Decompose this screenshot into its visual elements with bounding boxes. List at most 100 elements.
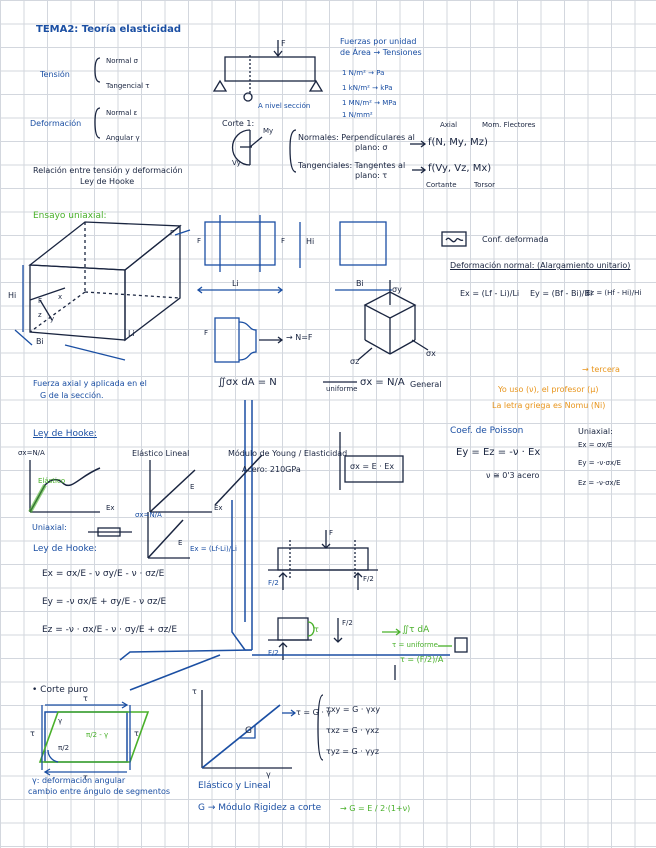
cut-tau: τ	[314, 626, 319, 634]
tercera-note: → tercera	[582, 366, 620, 374]
graph1-ex: Ex	[106, 505, 115, 512]
ley-hooke-heading: Ley de Hooke:	[33, 430, 97, 439]
fuerza-axial-1: Fuerza axial y aplicada en el	[33, 380, 147, 388]
face-li: Li	[232, 280, 239, 288]
tau-uniforme: τ = uniforme	[392, 642, 438, 649]
general-label: General	[410, 381, 442, 389]
right-support	[310, 81, 322, 91]
deformacion-normal: Deformación normal: (Alargamiento unitar…	[450, 262, 630, 270]
coef-poisson-heading: Coef. de Poisson	[450, 427, 523, 436]
block-y: y	[50, 316, 54, 323]
acero-modulo: Acero: 210GPa	[242, 466, 301, 474]
tau-eq: τ = (F/2)/A	[400, 656, 443, 664]
corte-puro-text: Corte puro	[40, 685, 88, 695]
fuerza-axial-2: G de la sección.	[40, 392, 104, 400]
poisson-nu: ν ≅ 0'3 acero	[486, 472, 539, 480]
tau-integral: ∬τ dA	[402, 626, 429, 635]
relacion-line-2: Ley de Hooke	[80, 178, 134, 186]
beam-f2-right: F/2	[363, 576, 374, 583]
block-bi: Bi	[36, 338, 44, 346]
axial-label: Axial	[440, 122, 457, 129]
left-support	[214, 81, 226, 91]
deformacion-label: Deformación	[30, 120, 81, 128]
poisson-note-1: Yo uso (ν), el profesor (μ)	[498, 386, 598, 394]
poisson-note-2: La letra griega es Nomu (Ni)	[492, 402, 605, 410]
a-nivel-seccion: A nivel sección	[258, 103, 310, 110]
sigma-x-cube: σx	[426, 350, 436, 358]
graph2-e: E	[190, 484, 194, 491]
face-hi: Hi	[306, 238, 314, 246]
top-beam	[225, 57, 315, 81]
face-f-left: F	[197, 238, 201, 245]
tension-label: Tensión	[40, 71, 70, 79]
graph2-ex: Ex	[214, 505, 223, 512]
poisson-ey: Ey = -ν·σx/E	[578, 460, 621, 467]
elastico-lineal: Elástico y Lineal	[198, 782, 271, 791]
corte-puro-heading: • Corte puro	[32, 686, 88, 695]
txz: τxz = G · γxz	[326, 727, 379, 735]
fuerzas-title-1: Fuerzas por unidad	[340, 38, 416, 46]
unit-mpa: 1 MN/m² → MPa	[342, 100, 397, 107]
cp-tau-top: τ	[83, 695, 88, 703]
cp-def-angular-1: γ: deformación angular	[32, 777, 125, 785]
poisson-uniaxial: Uniaxial:	[578, 428, 613, 436]
normales-text: Normales: Perpendiculares al	[298, 134, 415, 142]
my-label: My	[263, 128, 273, 135]
integral-eq: ∬σx dA = N	[218, 378, 277, 389]
modulo-rigidez: G → Módulo Rigidez a corte	[198, 804, 321, 813]
sigma-e-ex-box: σx = E · Ex	[350, 463, 394, 471]
relacion-line-1: Relación entre tensión y deformación	[33, 167, 183, 175]
section-f: F	[204, 330, 208, 337]
graph4-ex: Ex = (Lf-Li)/Li	[190, 546, 237, 553]
plano-tau: plano: τ	[355, 172, 387, 180]
block-z: z	[38, 312, 42, 319]
graph-tau-axis: τ	[192, 688, 197, 696]
unit-pa: 1 N/m² → Pa	[342, 70, 384, 77]
graph1-elastico: Elástico	[38, 478, 65, 485]
f-normales: f(N, My, Mz)	[428, 138, 488, 149]
graph-g: G	[245, 727, 252, 736]
ensayo-uniaxial-heading: Ensayo uniaxial:	[33, 212, 107, 221]
face-f-right: F	[281, 238, 285, 245]
cp-def-angular-2: cambio entre ángulo de segmentos	[28, 788, 170, 796]
topic-title: TEMA2: Teoría elasticidad	[36, 25, 181, 36]
graph4-e: E	[178, 540, 182, 547]
sigma-z-cube: σz	[350, 358, 359, 366]
cp-pi2-gamma: π/2 - γ	[86, 732, 108, 739]
poisson-ez: Ez = -ν·σx/E	[578, 480, 620, 487]
fuerzas-title-2: de Área → Tensiones	[340, 49, 422, 57]
txy: τxy = G · γxy	[326, 706, 380, 714]
tyz: τyz = G · γyz	[326, 748, 379, 756]
graph-gamma-axis: γ	[266, 771, 271, 779]
cp-tau-left: τ	[30, 730, 35, 738]
cut-f2-arrow: F/2	[342, 620, 353, 627]
torsor-label: Torsor	[474, 182, 495, 189]
unit-nmm2: 1 N/mm²	[342, 112, 373, 119]
tangencial-label: Tangencial τ	[106, 83, 150, 90]
poisson-ex: Ex = σx/E	[578, 442, 612, 449]
graph1-sigma: σx=N/A	[18, 450, 45, 457]
plano-sigma: plano: σ	[355, 144, 387, 152]
cp-gamma: γ	[58, 718, 62, 725]
uniaxial-label: Uniaxial:	[32, 524, 67, 532]
graph4-sigma: σx=N/A	[135, 512, 162, 519]
hooke-ey: Ey = -ν σx/E + σy/E - ν σz/E	[42, 598, 166, 607]
beam-f: F	[329, 530, 333, 537]
def-normal-label: Normal ε	[106, 110, 137, 117]
corte1-label: Corte 1:	[222, 120, 254, 128]
face-bi: Bi	[356, 280, 364, 288]
block-f2: F	[38, 298, 42, 305]
block-li: Li	[128, 330, 135, 338]
block-x: x	[58, 294, 62, 301]
block-f: F	[170, 230, 174, 237]
g-formula: → G = E / 2·(1+ν)	[340, 805, 410, 813]
cortante-label: Cortante	[426, 182, 457, 189]
sigma-n-a: σx = N/A	[360, 378, 405, 389]
cp-tau-right: τ	[134, 730, 139, 738]
block-hi: Hi	[8, 292, 16, 300]
cut-f2: F/2	[268, 650, 279, 657]
poisson-eq: Ey = Ez = -ν · Ex	[456, 448, 540, 459]
tangenciales-text: Tangenciales: Tangentes al	[298, 162, 405, 170]
conf-deformada: Conf. deformada	[482, 236, 548, 244]
